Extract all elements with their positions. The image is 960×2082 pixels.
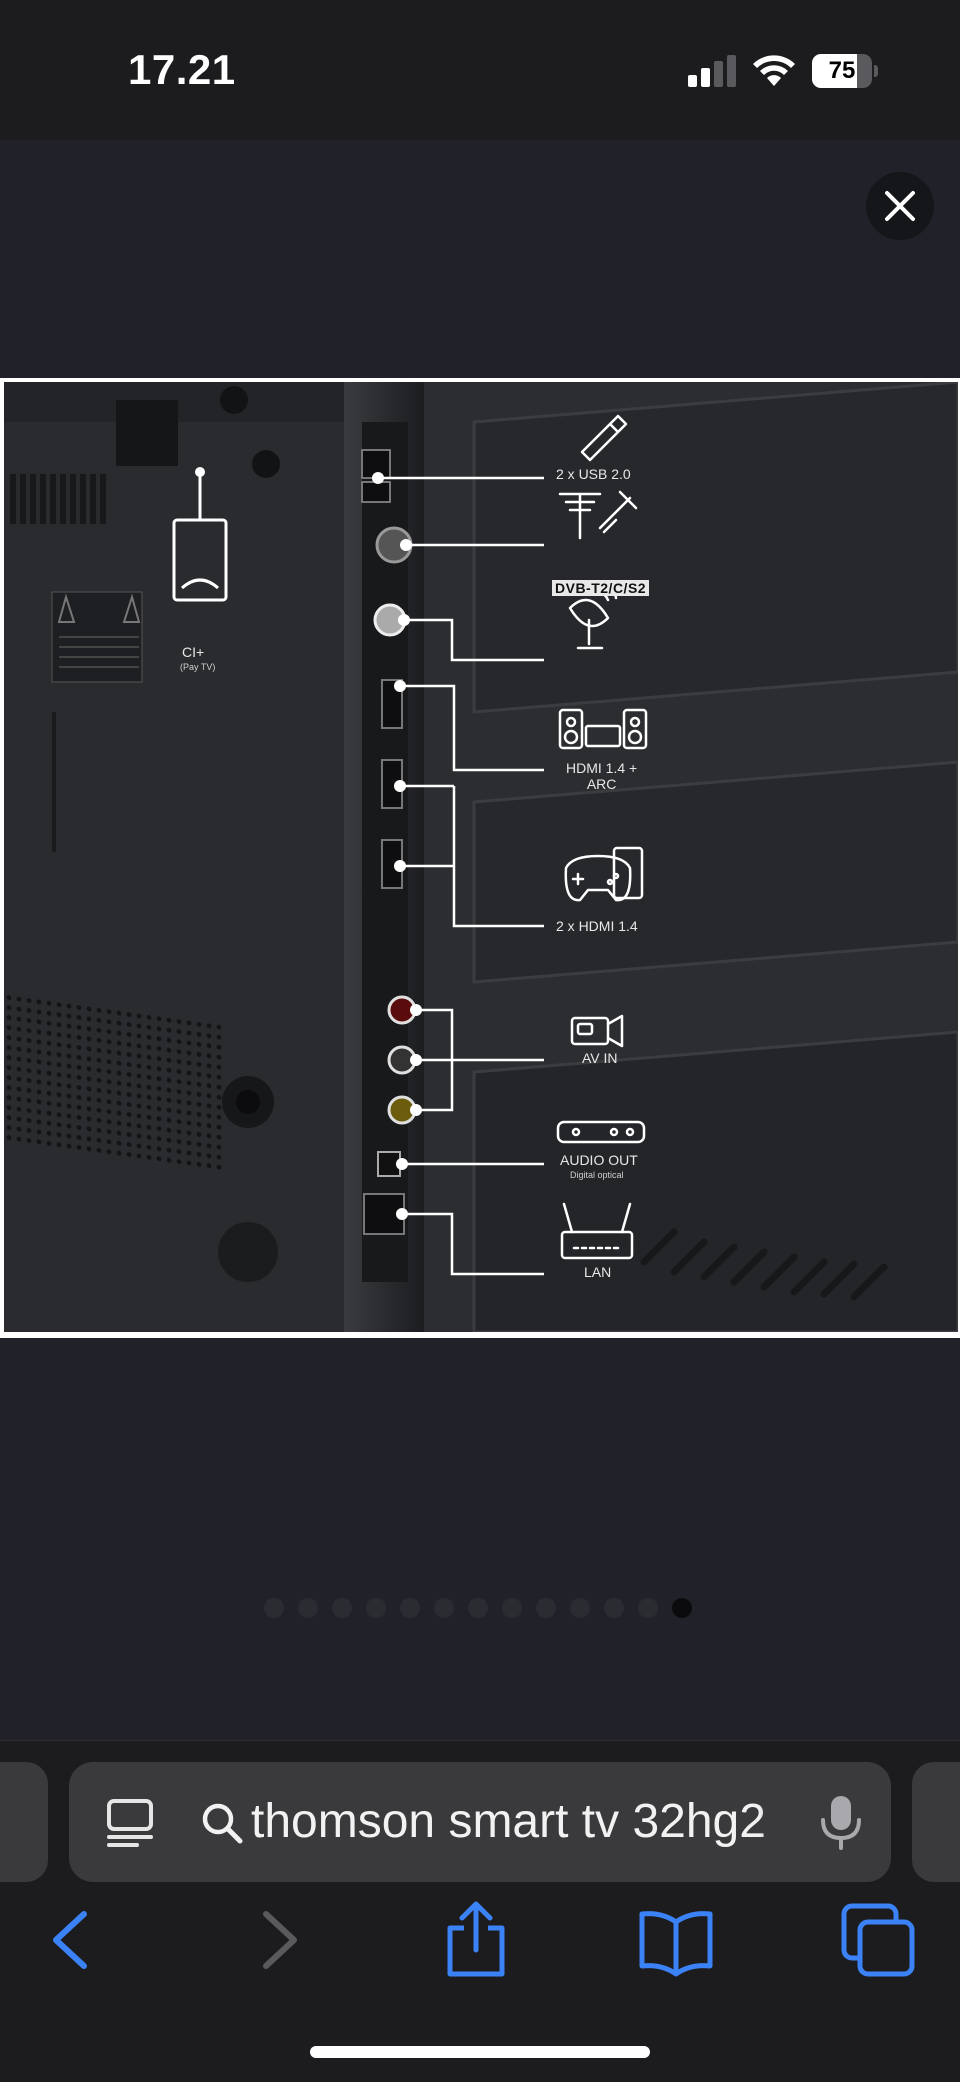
signal-icon bbox=[688, 55, 736, 87]
tabs-icon bbox=[841, 1903, 915, 1977]
chevron-right-icon bbox=[263, 1911, 297, 1969]
pagination-dot[interactable] bbox=[638, 1598, 658, 1618]
pagination-dot[interactable] bbox=[264, 1598, 284, 1618]
back-button[interactable] bbox=[34, 1900, 114, 1980]
pagination-dot[interactable] bbox=[468, 1598, 488, 1618]
pagination-dot[interactable] bbox=[604, 1598, 624, 1618]
search-icon bbox=[202, 1803, 243, 1844]
home-indicator[interactable] bbox=[310, 2046, 650, 2058]
bookmarks-button[interactable] bbox=[636, 1900, 716, 1980]
close-icon bbox=[885, 191, 915, 221]
pagination-dot[interactable] bbox=[332, 1598, 352, 1618]
reader-format-icon[interactable] bbox=[105, 1797, 155, 1847]
microphone-icon[interactable] bbox=[811, 1792, 871, 1852]
pagination-dot[interactable] bbox=[298, 1598, 318, 1618]
close-button[interactable] bbox=[866, 172, 934, 240]
ci-label: CI+ bbox=[182, 644, 205, 660]
hdmi-label: 2 x HDMI 1.4 bbox=[556, 918, 638, 934]
pagination-dot[interactable] bbox=[536, 1598, 556, 1618]
chevron-left-icon bbox=[53, 1911, 87, 1969]
status-bar: 17.21 75 bbox=[0, 0, 960, 140]
pagination-dot[interactable] bbox=[570, 1598, 590, 1618]
dvb-label: DVB-T2/C/S2 bbox=[552, 580, 650, 596]
battery-level: 75 bbox=[828, 57, 856, 84]
address-bar[interactable]: thomson smart tv 32hg2 bbox=[69, 1762, 891, 1882]
forward-button[interactable] bbox=[236, 1900, 316, 1980]
pagination-dot[interactable] bbox=[434, 1598, 454, 1618]
pagination-dot[interactable] bbox=[366, 1598, 386, 1618]
product-image[interactable]: CI+ (Pay TV) 2 x USB 2.0 DVB-T2/C/S2 HDM… bbox=[0, 378, 960, 1338]
share-icon bbox=[447, 1901, 505, 1977]
status-time: 17.21 bbox=[128, 46, 236, 93]
search-query[interactable]: thomson smart tv 32hg2 bbox=[251, 1795, 766, 1848]
pagination-dot[interactable] bbox=[502, 1598, 522, 1618]
hdmi-arc-label: HDMI 1.4 + ARC bbox=[566, 760, 638, 792]
next-tab-preview[interactable] bbox=[912, 1762, 960, 1882]
audio-out-sublabel: Digital optical bbox=[570, 1170, 624, 1180]
battery-icon: 75 bbox=[812, 54, 878, 88]
tv-back-panel-illustration bbox=[4, 382, 958, 1332]
share-button[interactable] bbox=[436, 1900, 516, 1980]
previous-tab-preview[interactable] bbox=[0, 1762, 48, 1882]
audio-out-label: AUDIO OUT bbox=[560, 1152, 638, 1168]
tabs-button[interactable] bbox=[838, 1900, 918, 1980]
pagination-dot[interactable] bbox=[672, 1598, 692, 1618]
lan-label: LAN bbox=[584, 1264, 612, 1280]
wifi-icon bbox=[753, 55, 795, 86]
ci-sublabel: (Pay TV) bbox=[180, 662, 216, 672]
book-icon bbox=[639, 1911, 713, 1977]
usb-label: 2 x USB 2.0 bbox=[556, 466, 631, 482]
pagination-dot[interactable] bbox=[400, 1598, 420, 1618]
av-in-label: AV IN bbox=[582, 1050, 618, 1066]
